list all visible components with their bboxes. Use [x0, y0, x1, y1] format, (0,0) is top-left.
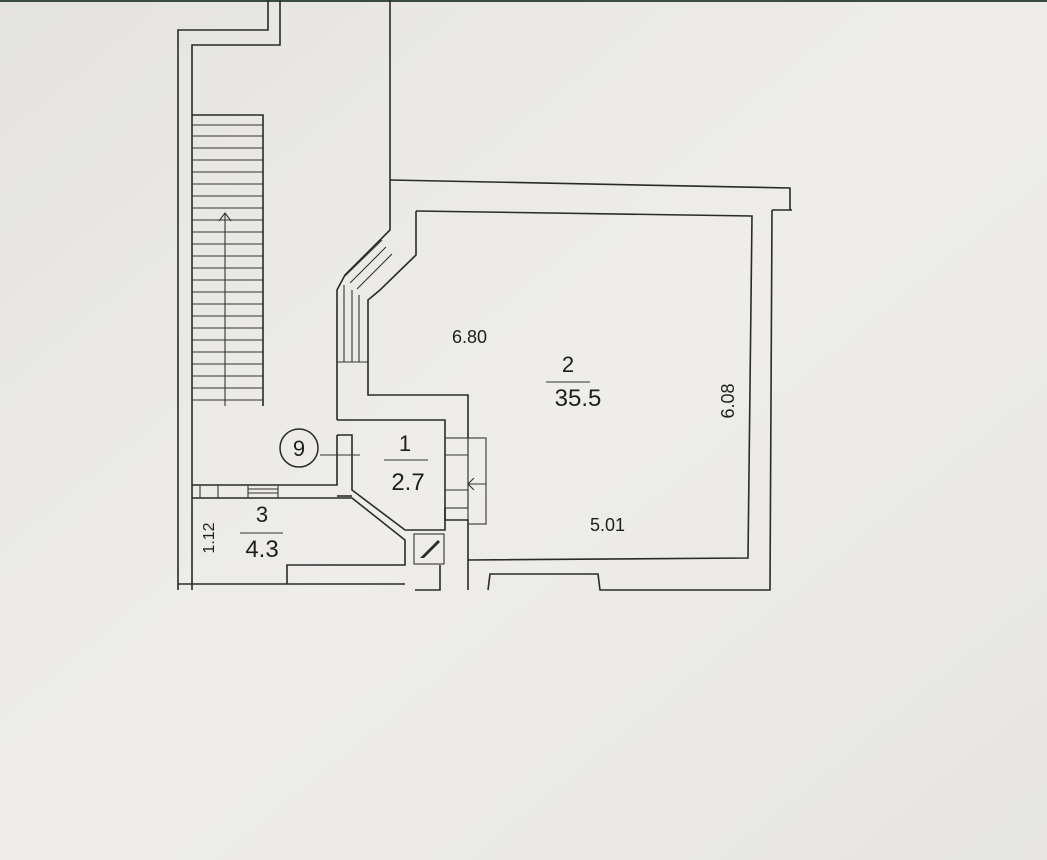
staircase-treads	[192, 124, 263, 401]
room-1-area: 2.7	[391, 469, 424, 496]
marker-label: 9	[293, 436, 305, 461]
door-room1-room2	[444, 437, 487, 525]
dimension-room2-bottom: 5.01	[590, 515, 625, 535]
dimension-room2-right: 6.08	[718, 383, 738, 418]
bay-window-hatch	[337, 239, 393, 363]
bottom-facade	[415, 560, 748, 591]
room-3-number: 3	[256, 502, 268, 527]
door-arrow-icon	[467, 477, 486, 491]
room-3-area: 4.3	[245, 536, 278, 563]
room-1-walls	[192, 419, 446, 531]
room-2-number: 2	[562, 352, 574, 377]
stair-direction-arrow-icon	[218, 212, 232, 406]
section-marker: 9	[279, 428, 319, 468]
room-2-area: 35.5	[555, 385, 602, 412]
dimension-room2-top: 6.80	[452, 327, 487, 347]
room-3-walls	[178, 485, 406, 585]
room-1-number: 1	[399, 431, 411, 456]
marker-circle-icon	[279, 428, 319, 468]
stair-corridor	[177, 0, 391, 590]
ventilation-shaft	[413, 533, 445, 565]
dimension-room3-left: 1.12	[201, 522, 218, 553]
